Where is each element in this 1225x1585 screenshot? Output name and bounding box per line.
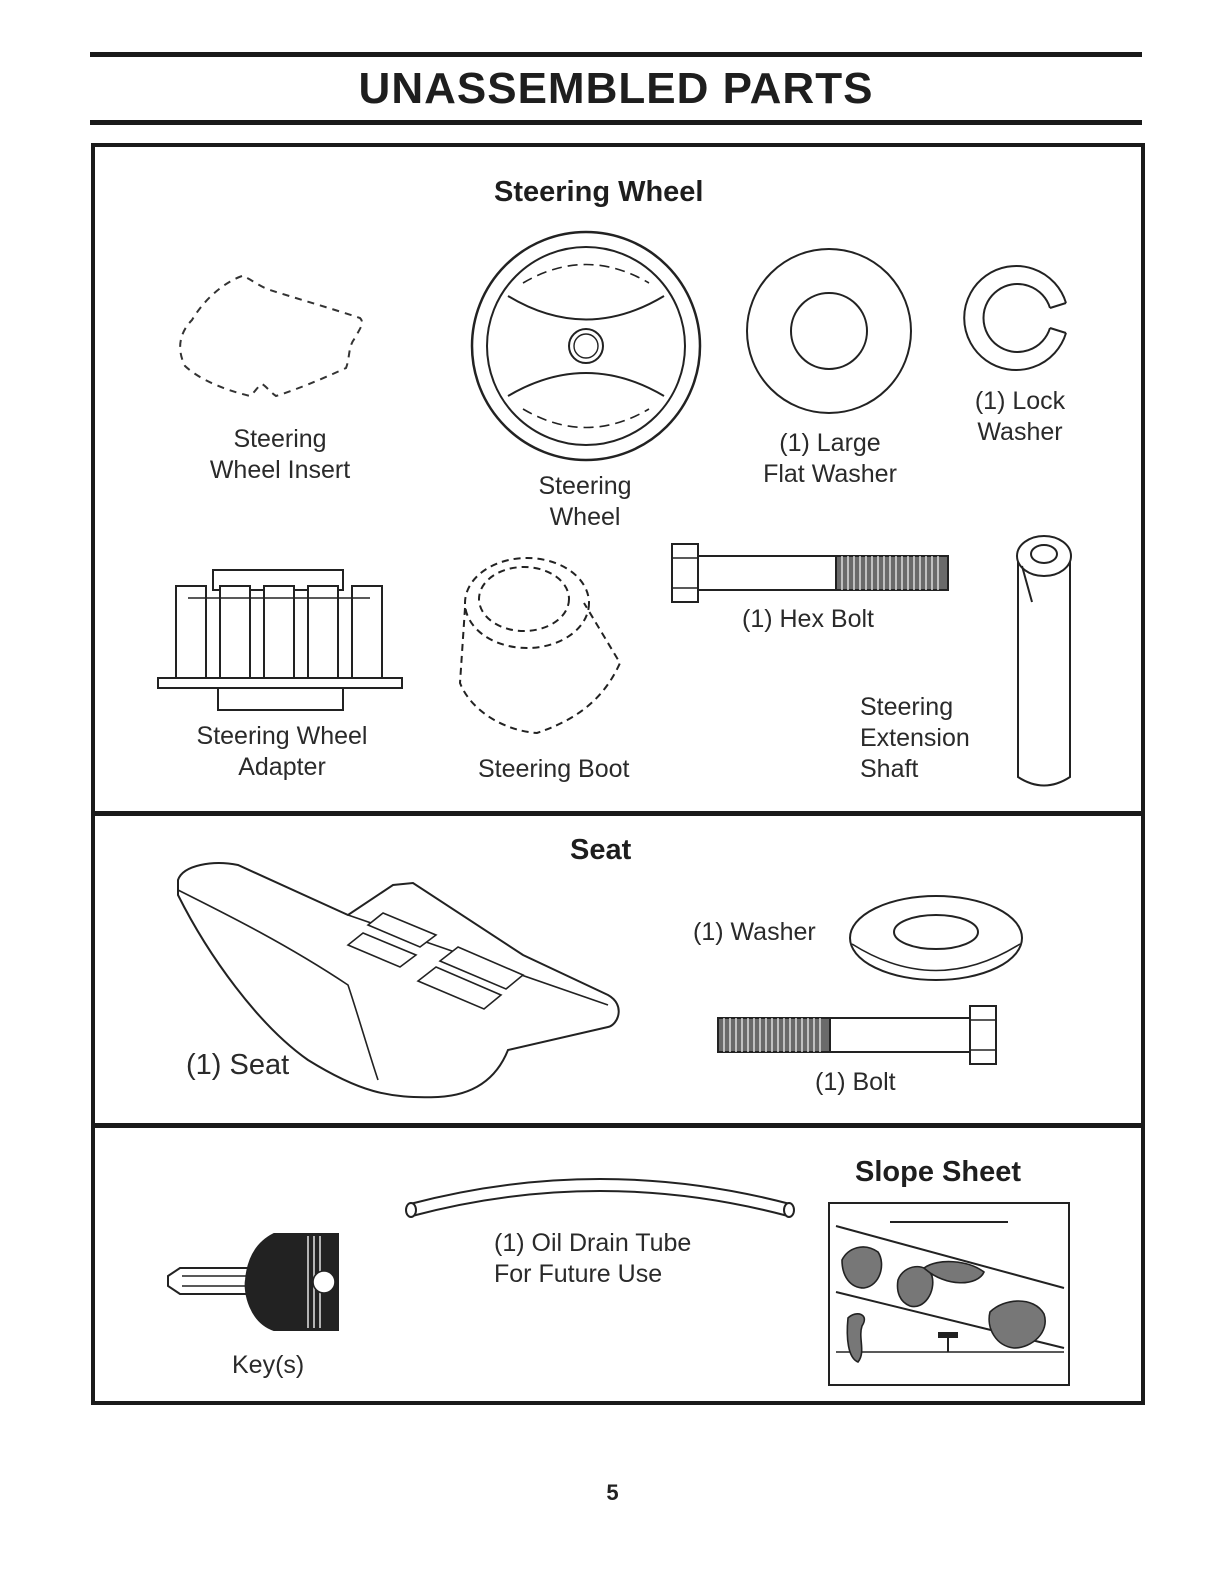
- slope-sheet-title: Slope Sheet: [855, 1156, 1021, 1189]
- section-divider-1: [91, 811, 1145, 816]
- bolt-label: (1) Bolt: [815, 1067, 896, 1098]
- label-line: Flat Washer: [735, 459, 925, 490]
- flat-washer-icon: [744, 246, 914, 416]
- lock-washer-icon: [966, 263, 1076, 373]
- adapter-icon: [158, 568, 404, 718]
- hex-bolt-icon: [670, 538, 956, 608]
- steering-wheel-insert-icon: [170, 268, 380, 413]
- title-rule: [90, 120, 1142, 125]
- label-line: Washer: [950, 417, 1090, 448]
- section-divider-2: [91, 1123, 1145, 1128]
- washer-label: (1) Washer: [693, 917, 816, 948]
- label-line: Extension: [860, 723, 970, 754]
- extension-shaft-icon: [1008, 532, 1080, 794]
- label-line: Steering Wheel: [172, 721, 392, 752]
- steering-wheel-insert-label: Steering Wheel Insert: [180, 424, 380, 486]
- label-line: Adapter: [172, 752, 392, 783]
- label-line: (1) Oil Drain Tube: [494, 1228, 691, 1259]
- extension-shaft-label: Steering Extension Shaft: [860, 692, 970, 785]
- flat-washer-label: (1) Large Flat Washer: [735, 428, 925, 490]
- label-line: Steering: [180, 424, 380, 455]
- label-line: (1) Lock: [950, 386, 1090, 417]
- label-line: Steering: [860, 692, 970, 723]
- washer-icon: [846, 892, 1026, 987]
- slope-sheet-icon: [828, 1202, 1070, 1386]
- oil-drain-tube-icon: [402, 1164, 798, 1224]
- page-title: UNASSEMBLED PARTS: [90, 64, 1142, 114]
- label-line: For Future Use: [494, 1259, 691, 1290]
- boot-icon: [452, 553, 632, 738]
- label-line: Wheel: [490, 502, 680, 533]
- label-line: Steering: [490, 471, 680, 502]
- label-line: (1) Large: [735, 428, 925, 459]
- steering-wheel-label: Steering Wheel: [490, 471, 680, 533]
- label-line: Wheel Insert: [180, 455, 380, 486]
- seat-label: (1) Seat: [186, 1050, 289, 1081]
- bolt-icon: [706, 1000, 996, 1070]
- boot-label: Steering Boot: [478, 754, 630, 785]
- lock-washer-label: (1) Lock Washer: [950, 386, 1090, 448]
- top-rule: [90, 52, 1142, 57]
- steering-wheel-icon: [468, 228, 704, 464]
- oil-drain-tube-label: (1) Oil Drain Tube For Future Use: [494, 1228, 691, 1290]
- key-icon: [162, 1232, 344, 1332]
- label-line: Shaft: [860, 754, 970, 785]
- adapter-label: Steering Wheel Adapter: [172, 721, 392, 783]
- hex-bolt-label: (1) Hex Bolt: [742, 604, 874, 635]
- steering-section-title: Steering Wheel: [494, 176, 704, 209]
- page-number: 5: [0, 1480, 1225, 1506]
- keys-label: Key(s): [232, 1350, 304, 1381]
